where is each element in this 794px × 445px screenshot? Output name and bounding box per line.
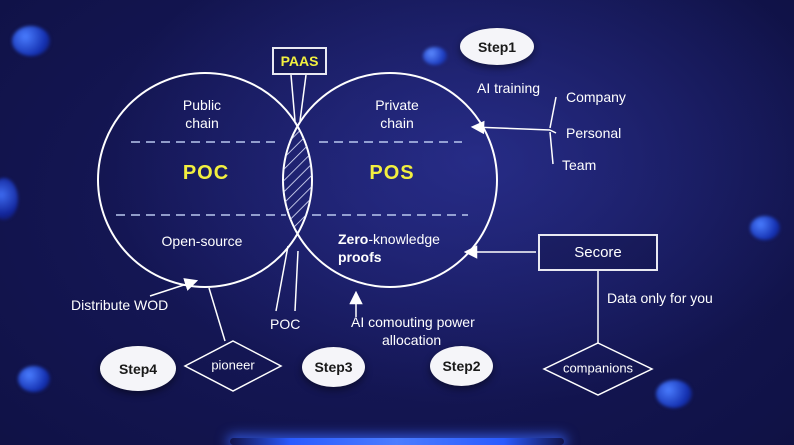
- step2-label: Step2: [442, 358, 481, 374]
- private-chain-label: Private chain: [375, 96, 419, 131]
- data-only-label: Data only for you: [607, 290, 713, 306]
- pioneer-label: pioneer: [211, 357, 255, 373]
- ai-power-line2: allocation: [382, 332, 442, 348]
- step4-bubble: Step4: [100, 346, 176, 391]
- step1-bubble: Step1: [460, 28, 534, 65]
- branch-company: [549, 96, 557, 129]
- pos-label: POS: [369, 162, 415, 184]
- bottom-glow-bar: [230, 438, 564, 445]
- proofs-word: proofs: [338, 249, 382, 266]
- secore-label: Secore: [574, 244, 622, 261]
- paas-label: PAAS: [280, 53, 319, 69]
- overlap-to-poc-left: [275, 245, 289, 312]
- zero-knowledge-label: Zero-knowledge proofs: [338, 230, 440, 266]
- decor-blob: [12, 26, 50, 56]
- paas-box: PAAS: [272, 47, 327, 75]
- step4-label: Step4: [118, 360, 158, 377]
- step1-label: Step1: [477, 38, 517, 55]
- secore-box: Secore: [538, 234, 658, 271]
- decor-blob: [656, 380, 692, 408]
- circle-to-pioneer: [208, 287, 226, 342]
- paas-connector-right: [299, 74, 307, 122]
- paas-connector-left: [290, 74, 296, 122]
- step3-bubble: Step3: [302, 347, 365, 387]
- decor-blob: [0, 178, 18, 220]
- ai-power-line1: AI comouting power: [351, 314, 475, 330]
- ai-training-arrow: [470, 120, 551, 135]
- overlap-to-poc-right: [294, 250, 299, 312]
- distribute-arrow: [149, 278, 199, 297]
- team-label: Team: [562, 157, 597, 173]
- ai-training-label: AI training: [477, 80, 541, 96]
- step2-bubble: Step2: [430, 346, 493, 386]
- decor-blob: [750, 216, 780, 240]
- knowledge-word: -knowledge: [368, 231, 440, 247]
- public-chain-label: Public chain: [182, 96, 222, 131]
- poc-label: POC: [182, 162, 230, 184]
- step3-label: Step3: [314, 359, 353, 375]
- pioneer-diamond: [183, 340, 283, 392]
- branch-personal: [549, 129, 557, 134]
- zero-word: Zero: [338, 231, 369, 247]
- decor-blob: [18, 366, 50, 392]
- poc-bottom-label: POC: [270, 316, 301, 332]
- overlap-hatch: [282, 126, 313, 234]
- open-source-label: Open-source: [161, 232, 243, 249]
- personal-label: Personal: [566, 125, 622, 141]
- decor-blob: [423, 47, 447, 65]
- branch-team: [549, 131, 554, 165]
- distribute-wod-label: Distribute WOD: [71, 297, 169, 313]
- companions-diamond: [542, 342, 654, 396]
- companions-label: companions: [562, 360, 634, 376]
- company-label: Company: [566, 89, 626, 105]
- dashed-separators: [116, 141, 468, 216]
